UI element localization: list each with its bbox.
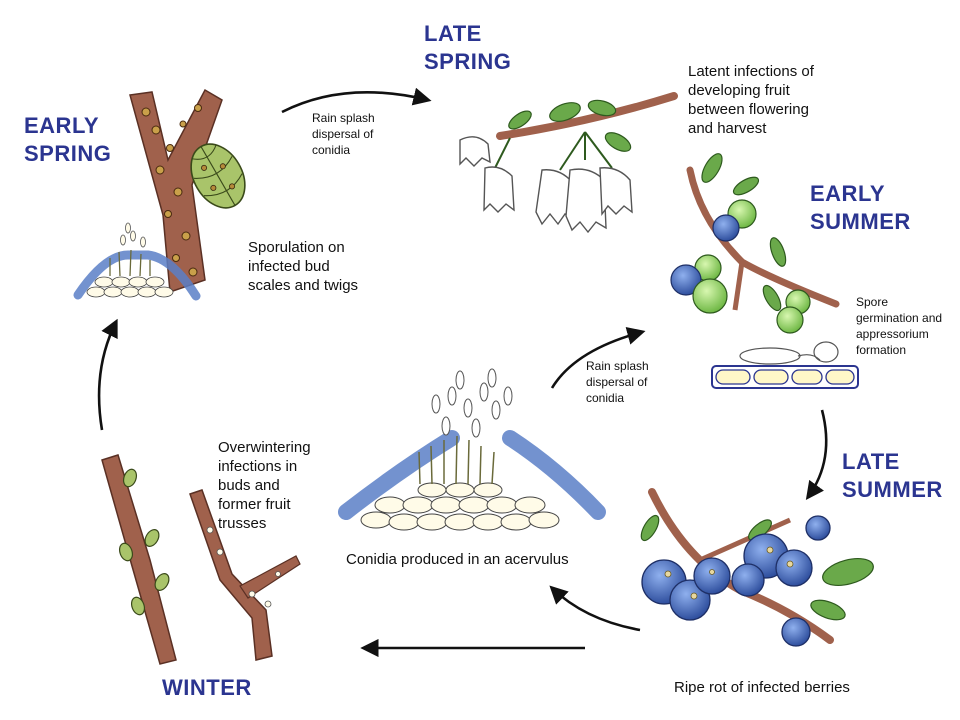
season-winter: WINTER: [162, 675, 252, 700]
arrow-late-spring-to-early-summer: [550, 326, 646, 389]
spore-germination: [711, 341, 859, 389]
arrow-winter-to-early-spring: [97, 318, 118, 431]
berry: [712, 214, 740, 242]
early-spring-twig: [129, 88, 246, 294]
arrow-early-to-late-spring: [281, 87, 432, 114]
label-rain-splash-center: Rain splash dispersal of conidia: [586, 359, 649, 405]
label-latent-infections: Latent infections of developing fruit be…: [688, 63, 814, 137]
infected-berry: [775, 549, 813, 587]
label-spore-germination: Spore germination and appressorium forma…: [856, 295, 943, 357]
flower: [483, 166, 515, 213]
berry: [692, 278, 728, 314]
flower: [459, 136, 491, 167]
late-spring-flowers: [459, 92, 678, 234]
label-conidia-acervulus: Conidia produced in an acervulus: [346, 551, 569, 568]
season-late-spring: LATE SPRING: [424, 21, 512, 74]
season-early-summer: EARLY SUMMER: [810, 181, 911, 234]
early-summer-branch: [670, 153, 840, 334]
acervulus: [338, 368, 606, 531]
label-rain-splash-top: Rain splash dispersal of conidia: [312, 111, 375, 157]
berry: [776, 306, 804, 334]
berry: [670, 264, 702, 296]
infected-bud: [190, 143, 246, 209]
infected-berry: [781, 617, 811, 647]
infected-berry: [693, 557, 731, 595]
season-late-summer: LATE SUMMER: [842, 449, 943, 502]
infected-berry: [805, 515, 831, 541]
late-summer-branch: [640, 488, 874, 647]
cycle-arrows: [97, 87, 828, 658]
label-ripe-rot: Ripe rot of infected berries: [674, 679, 850, 696]
season-early-spring: EARLY SPRING: [24, 113, 112, 166]
flower: [599, 167, 633, 216]
label-sporulation: Sporulation on infected bud scales and t…: [248, 239, 359, 294]
arrow-late-summer-to-acervulus: [549, 585, 641, 632]
winter-twigs: [101, 454, 301, 665]
infected-berry: [731, 563, 765, 597]
small-acervulus: [73, 222, 201, 301]
label-overwintering: Overwintering infections in buds and for…: [218, 439, 311, 532]
arrow-early-summer-to-late-summer: [805, 409, 828, 500]
